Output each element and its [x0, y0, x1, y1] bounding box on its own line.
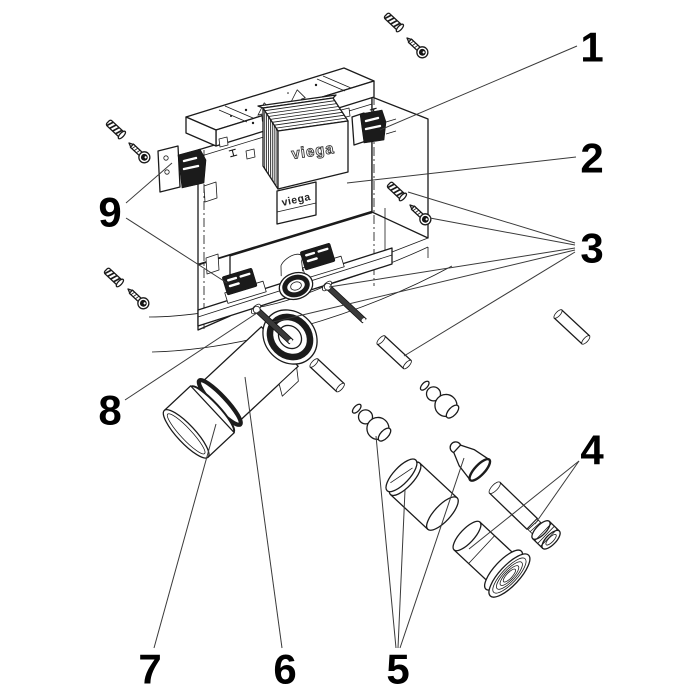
leader-line-2 — [346, 156, 577, 184]
bellows-logo-text: viega — [290, 140, 335, 163]
callout-number-3: 3 — [580, 225, 603, 272]
spacer-pipe — [309, 358, 345, 393]
leader-line-5 — [397, 489, 406, 649]
wall-plug — [383, 12, 405, 33]
leader-line-1 — [379, 45, 578, 131]
callout-number-5: 5 — [386, 646, 409, 693]
clamp-right — [300, 243, 345, 279]
leader-line-4 — [468, 460, 580, 550]
connection-sleeve — [452, 520, 531, 598]
callout-number-2: 2 — [580, 135, 603, 182]
sleeve-cylinder — [385, 458, 459, 531]
clamp-left — [222, 268, 267, 304]
bellows-box: viega — [257, 94, 349, 190]
leader-line-5 — [399, 457, 465, 649]
leader-line-3 — [403, 251, 576, 357]
screw — [127, 288, 150, 310]
callout-number-8: 8 — [98, 387, 121, 434]
leader-line-3 — [272, 249, 576, 323]
outlet-ring — [278, 253, 314, 301]
callout-number-4: 4 — [580, 427, 604, 474]
leader-line-3 — [407, 191, 576, 244]
leader-line-8 — [124, 310, 261, 401]
leader-line-7 — [153, 423, 217, 649]
spacer-pipe — [376, 335, 412, 370]
front-label: viega — [276, 181, 317, 225]
leader-line-9 — [125, 217, 228, 284]
wall-plug — [105, 119, 127, 140]
threaded-rod-left — [250, 303, 294, 345]
screw — [128, 142, 151, 164]
leader-line-6 — [244, 376, 283, 649]
protective-cap — [162, 385, 235, 459]
leader-line-4 — [534, 460, 580, 525]
spacer-pipe — [553, 309, 591, 345]
stepped-connector — [419, 380, 460, 419]
cone-reducer — [449, 441, 492, 482]
leader-line-5 — [375, 435, 397, 649]
wall-plug — [386, 181, 408, 202]
screw — [409, 204, 432, 226]
pipe-nut — [531, 520, 561, 550]
wall-bracket-left — [157, 145, 207, 193]
callout-layer: 1 2 3 4 5 6 7 8 9 — [98, 24, 604, 693]
callout-number-1: 1 — [580, 24, 603, 71]
callout-number-6: 6 — [273, 646, 296, 693]
bellows-ribs — [264, 100, 347, 187]
z-mark-icon — [228, 148, 238, 158]
stepped-connector — [351, 403, 392, 442]
leader-line-3 — [328, 247, 576, 288]
leader-line-3 — [429, 217, 576, 246]
leader-line-9 — [125, 162, 173, 204]
wall-plug — [103, 267, 125, 288]
screw — [406, 37, 429, 59]
callout-number-7: 7 — [138, 646, 161, 693]
front-label-text: viega — [281, 191, 312, 209]
callout-number-9: 9 — [98, 189, 121, 236]
lid-dots — [230, 83, 325, 125]
cistern-unit: viega viega — [157, 67, 429, 332]
fixing-element-right — [351, 109, 397, 146]
